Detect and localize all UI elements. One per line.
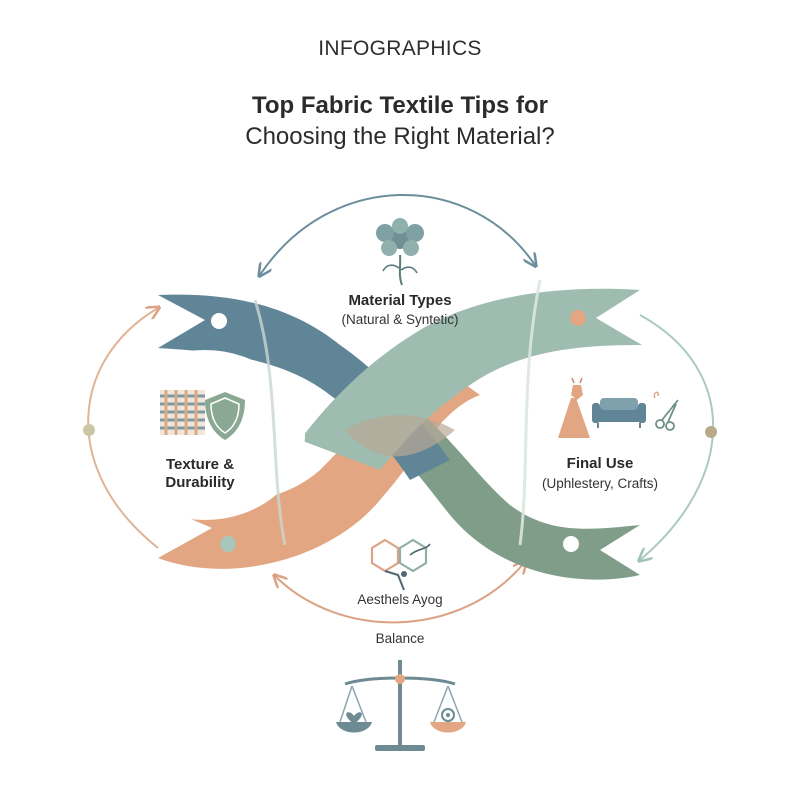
bottom-cycle-arrow	[275, 562, 525, 624]
right-cycle-dot	[705, 426, 717, 438]
material-types-title: Material Types	[348, 292, 452, 309]
hexagon-link-icon	[370, 538, 431, 591]
final-use-subtitle: (Uphlestery, Crafts)	[541, 476, 659, 491]
title-line-2: Choosing the Right Material?	[245, 123, 555, 150]
dress-sofa-scissors-icon	[558, 377, 679, 438]
sage-ribbon-dot	[570, 310, 586, 326]
material-types-subtitle: (Natural & Syntetic)	[341, 312, 459, 327]
final-use-panel	[495, 350, 699, 520]
left-cycle-arrow	[87, 308, 158, 549]
ribbon-overlap	[345, 415, 455, 457]
header-label: INFOGRAPHICS	[318, 37, 482, 60]
slate-ribbon-dot	[211, 313, 227, 329]
aesthetics-title: Aesthels Ayog	[357, 592, 443, 607]
texture-durability-title-1: Texture &	[165, 456, 235, 473]
title-line-1: Top Fabric Textile Tips for	[251, 92, 549, 119]
left-cycle-dot	[83, 424, 95, 436]
texture-durability-title-2: Durability	[165, 474, 235, 491]
balance-title: Balance	[375, 631, 425, 646]
cotton-plant-icon	[376, 218, 424, 286]
peach-ribbon-dot	[220, 536, 236, 552]
olive-ribbon-dot	[563, 536, 579, 552]
weave-shield-icon	[160, 390, 245, 440]
crossing-stroke-left	[253, 299, 287, 546]
crossing-stroke-right	[518, 279, 542, 546]
final-use-title: Final Use	[566, 455, 634, 472]
top-cycle-arrow	[260, 194, 535, 275]
balance-scale-icon	[336, 660, 466, 751]
